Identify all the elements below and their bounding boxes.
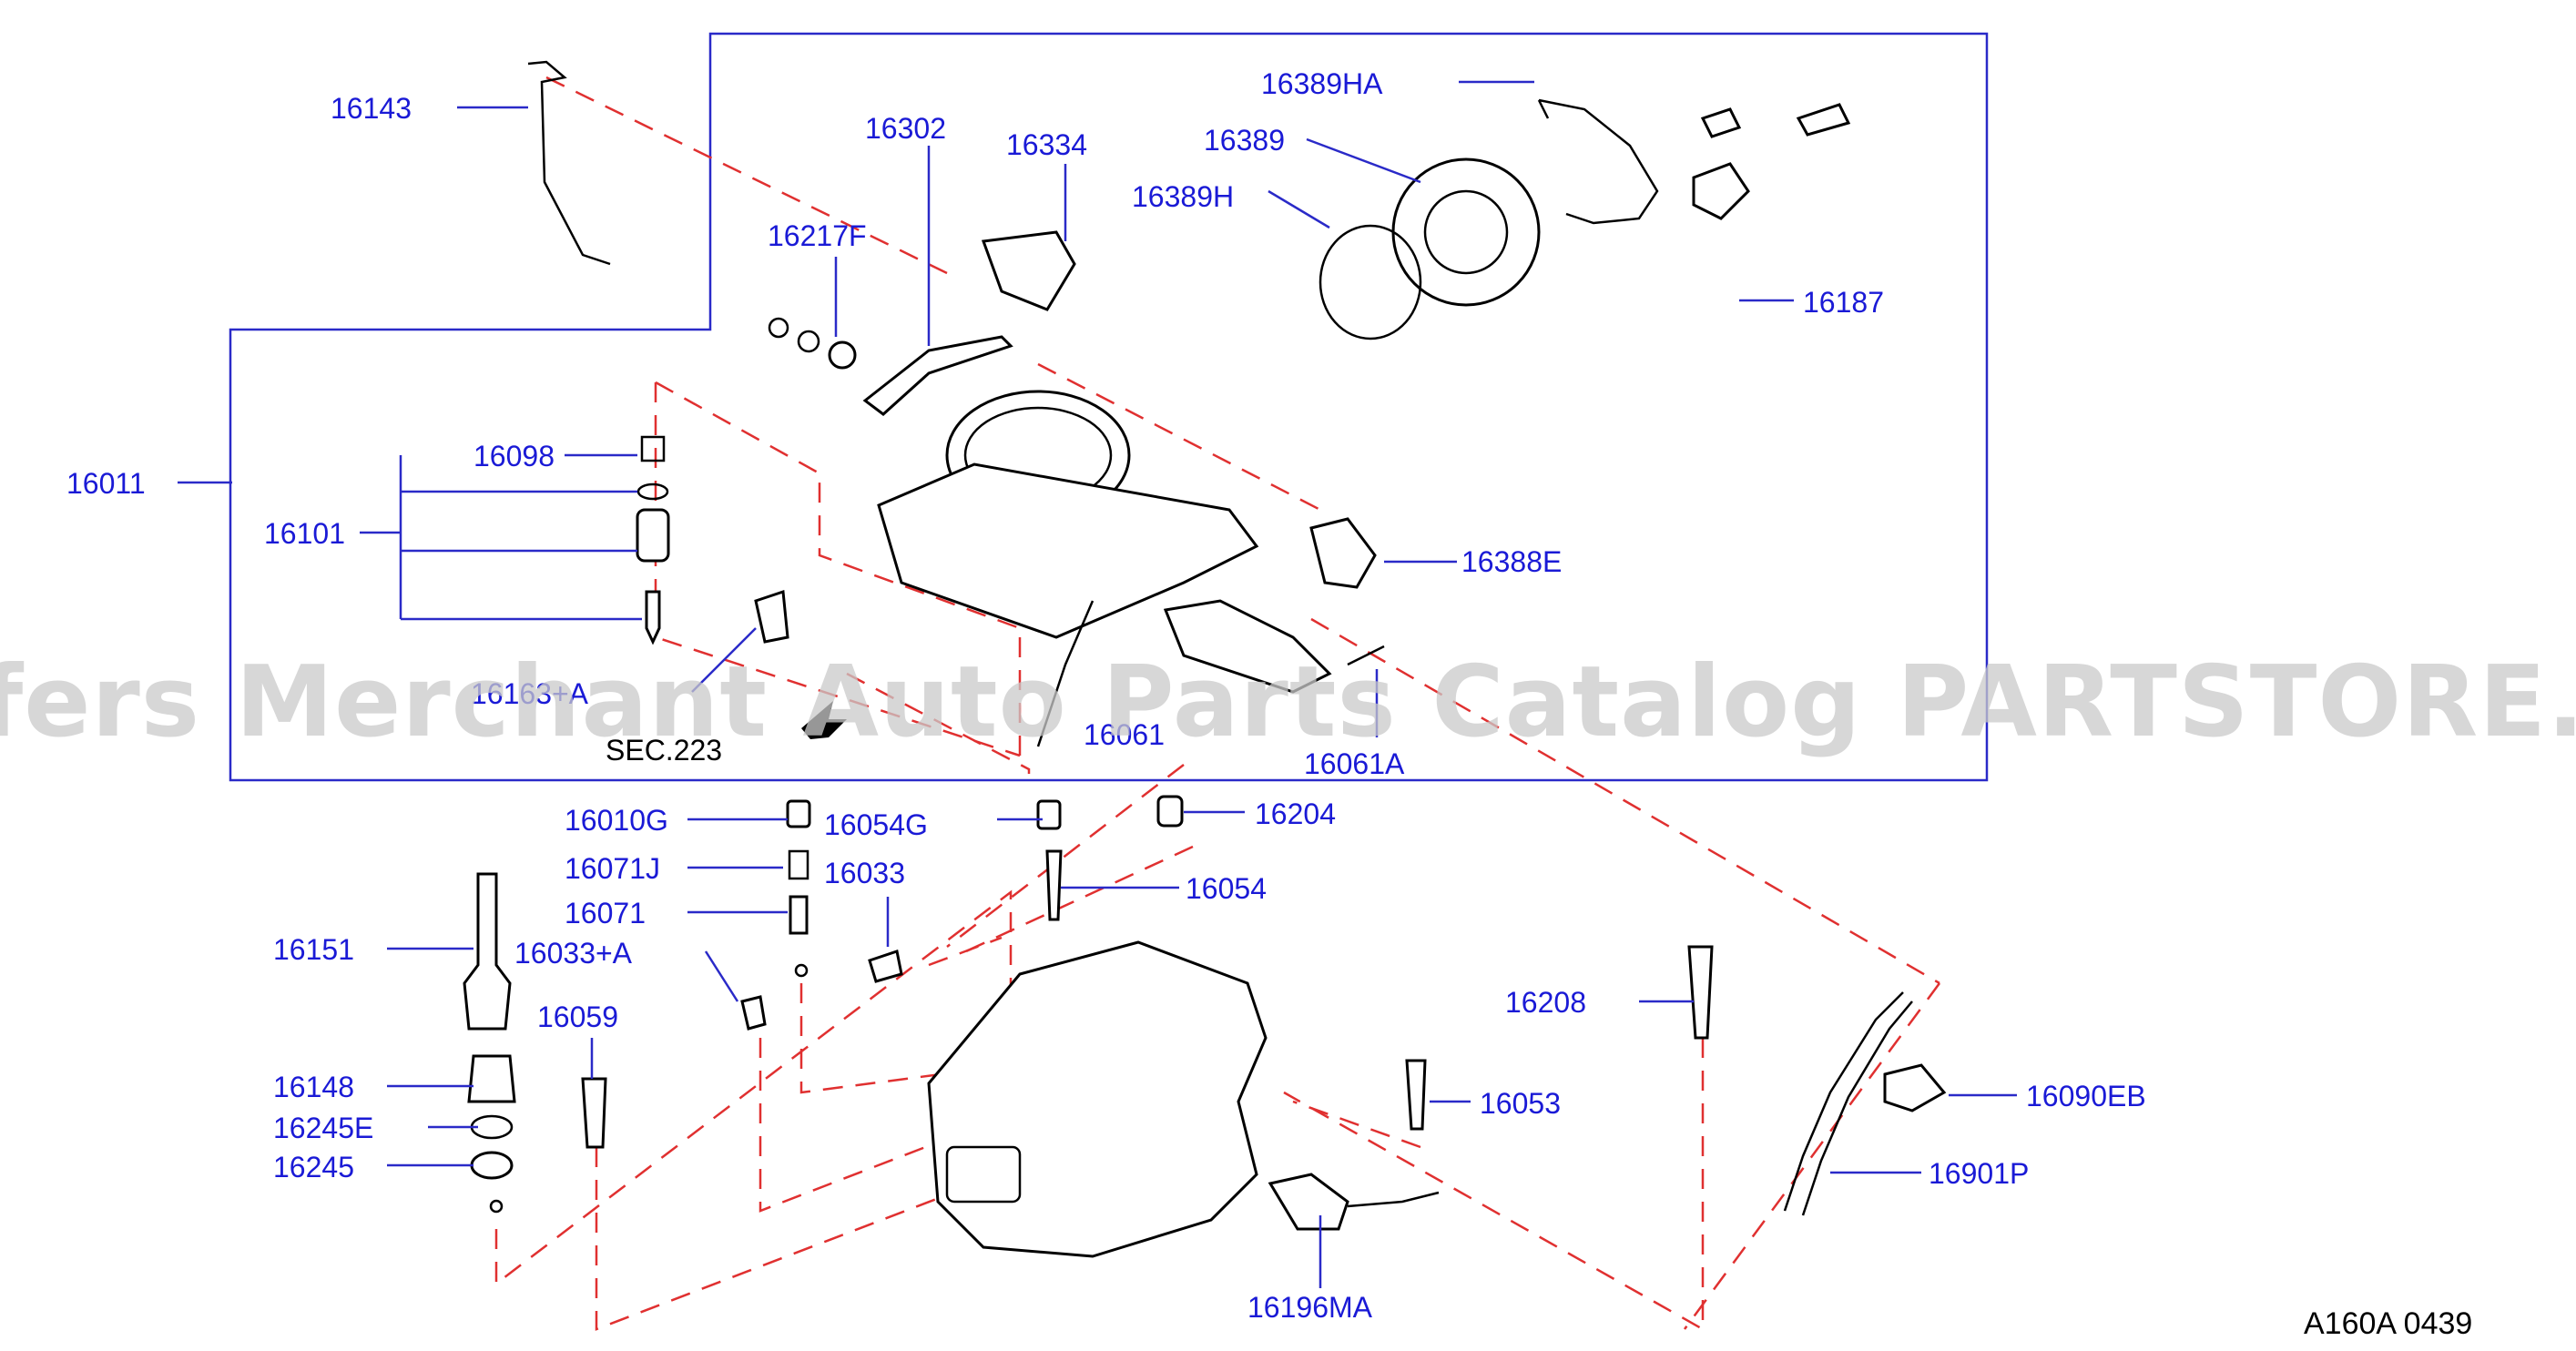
cam-16334 bbox=[981, 230, 1076, 311]
part-label-p16033A[interactable]: 16033+A bbox=[514, 937, 633, 970]
needle-16101 bbox=[645, 590, 661, 645]
part-label-p16217F[interactable]: 16217F bbox=[768, 219, 867, 252]
choke-housing-inner bbox=[1423, 189, 1509, 275]
pin-16061A bbox=[1347, 645, 1385, 666]
part-label-p16098[interactable]: 16098 bbox=[473, 440, 555, 472]
screw-16033A bbox=[740, 995, 767, 1031]
leader-lines bbox=[178, 80, 2017, 1288]
leader-line-p16163A bbox=[691, 627, 757, 693]
bracket-rod-16143 bbox=[527, 60, 611, 266]
pump-plunger-16151 bbox=[463, 872, 512, 1031]
washer-16098 bbox=[636, 482, 669, 501]
jet-16054 bbox=[1045, 849, 1063, 921]
part-label-p16090EB[interactable]: 16090EB bbox=[2026, 1080, 2146, 1112]
part-label-p16053[interactable]: 16053 bbox=[1480, 1087, 1561, 1120]
leader-line-p16389H bbox=[1268, 189, 1330, 229]
solenoid-wire bbox=[1347, 1191, 1440, 1208]
choke-gasket-16389H bbox=[1319, 224, 1422, 340]
screw-a bbox=[1700, 107, 1742, 138]
part-label-p16054[interactable]: 16054 bbox=[1186, 872, 1267, 905]
part-label-p16148[interactable]: 16148 bbox=[273, 1071, 354, 1103]
part-label-p16901P[interactable]: 16901P bbox=[1929, 1157, 2029, 1190]
ball-16245 bbox=[489, 1199, 504, 1214]
strainer-16098 bbox=[640, 435, 666, 462]
carburetor-body-upper bbox=[877, 462, 1259, 639]
part-label-p16143[interactable]: 16143 bbox=[331, 92, 412, 125]
assembly-frame bbox=[229, 32, 1989, 782]
part-label-p16011[interactable]: 16011 bbox=[66, 467, 146, 500]
part-label-p16245[interactable]: 16245 bbox=[273, 1151, 354, 1183]
part-label-p16151[interactable]: 16151 bbox=[273, 933, 354, 966]
bracket-16101 bbox=[399, 455, 642, 621]
part-label-p16302[interactable]: 16302 bbox=[865, 112, 946, 145]
watermark: Offers Merchant Auto Parts Catalog PARTS… bbox=[0, 645, 2576, 759]
part-label-p16389HA[interactable]: 16389HA bbox=[1261, 67, 1383, 100]
part-label-p16204[interactable]: 16204 bbox=[1255, 797, 1336, 830]
part-label-p16033[interactable]: 16033 bbox=[824, 857, 905, 889]
throttle-lever-16302 bbox=[862, 335, 1013, 416]
part-label-p16010G[interactable]: 16010G bbox=[565, 804, 668, 837]
lower-body-flange bbox=[945, 1145, 1022, 1204]
part-label-p16061A[interactable]: 16061A bbox=[1304, 747, 1405, 780]
solenoid-body-16061 bbox=[1163, 599, 1332, 694]
part-label-p16208[interactable]: 16208 bbox=[1505, 986, 1586, 1019]
group-brackets bbox=[399, 455, 642, 621]
section-arrow bbox=[801, 701, 847, 739]
figure-code: A160A 0439 bbox=[2304, 1306, 2472, 1341]
part-drawings bbox=[463, 60, 1947, 1258]
hose-16061 bbox=[1036, 600, 1095, 747]
section-reference: SEC.223 bbox=[606, 734, 722, 767]
choke-retainer-16389HA bbox=[1537, 98, 1659, 225]
jet-16054G bbox=[1036, 799, 1062, 830]
screw-16033 bbox=[868, 950, 903, 983]
screw-16208 bbox=[1687, 945, 1714, 1040]
hose-16901P bbox=[1783, 991, 1913, 1216]
part-label-p16101[interactable]: 16101 bbox=[264, 517, 345, 550]
spring-16071J bbox=[788, 849, 809, 880]
jet-16059 bbox=[581, 1077, 607, 1149]
screw-b bbox=[1796, 103, 1851, 137]
clip-16163A bbox=[754, 589, 789, 644]
part-label-p16187[interactable]: 16187 bbox=[1803, 286, 1884, 319]
ball-16071 bbox=[794, 963, 809, 978]
screen-16245 bbox=[470, 1151, 514, 1180]
solenoid-16196MA bbox=[1268, 1173, 1349, 1231]
part-label-p16054G[interactable]: 16054G bbox=[824, 808, 928, 841]
part-callouts: 16143 16302 16334 16217F 16389HA 16389 16389H 1… bbox=[66, 67, 2146, 1324]
part-label-p16196MA[interactable]: 16196MA bbox=[1247, 1291, 1373, 1324]
clip-16187 bbox=[1692, 162, 1750, 220]
valve-16071 bbox=[789, 895, 809, 935]
boot-16148 bbox=[467, 1054, 516, 1103]
part-label-p16245E[interactable]: 16245E bbox=[273, 1112, 373, 1144]
washer-a bbox=[768, 317, 789, 339]
washer-c bbox=[828, 340, 857, 370]
leader-line-p16033A bbox=[704, 950, 739, 1002]
screw-16053 bbox=[1405, 1059, 1427, 1131]
part-label-p16071J[interactable]: 16071J bbox=[565, 852, 660, 885]
part-label-p16389H[interactable]: 16389H bbox=[1132, 180, 1234, 213]
carburetor-body-lower bbox=[927, 940, 1268, 1258]
vacuum-diaphragm-16388E bbox=[1309, 517, 1377, 589]
leader-line-p16389 bbox=[1306, 137, 1421, 184]
needle-seat-16101 bbox=[636, 508, 670, 563]
washer-b bbox=[797, 330, 820, 353]
plug-16204 bbox=[1156, 795, 1184, 828]
phantom-lines bbox=[494, 76, 1941, 1332]
part-label-p16334[interactable]: 16334 bbox=[1006, 128, 1087, 161]
part-label-p16163A[interactable]: 16163+A bbox=[471, 677, 589, 710]
part-label-p16071[interactable]: 16071 bbox=[565, 897, 646, 929]
plug-16010G bbox=[786, 799, 811, 828]
part-label-p16059[interactable]: 16059 bbox=[537, 1001, 618, 1033]
part-label-p16388E[interactable]: 16388E bbox=[1461, 545, 1562, 578]
part-label-p16389[interactable]: 16389 bbox=[1204, 124, 1285, 157]
part-label-p16061[interactable]: 16061 bbox=[1084, 718, 1165, 751]
clip-16090EB bbox=[1883, 1063, 1947, 1112]
